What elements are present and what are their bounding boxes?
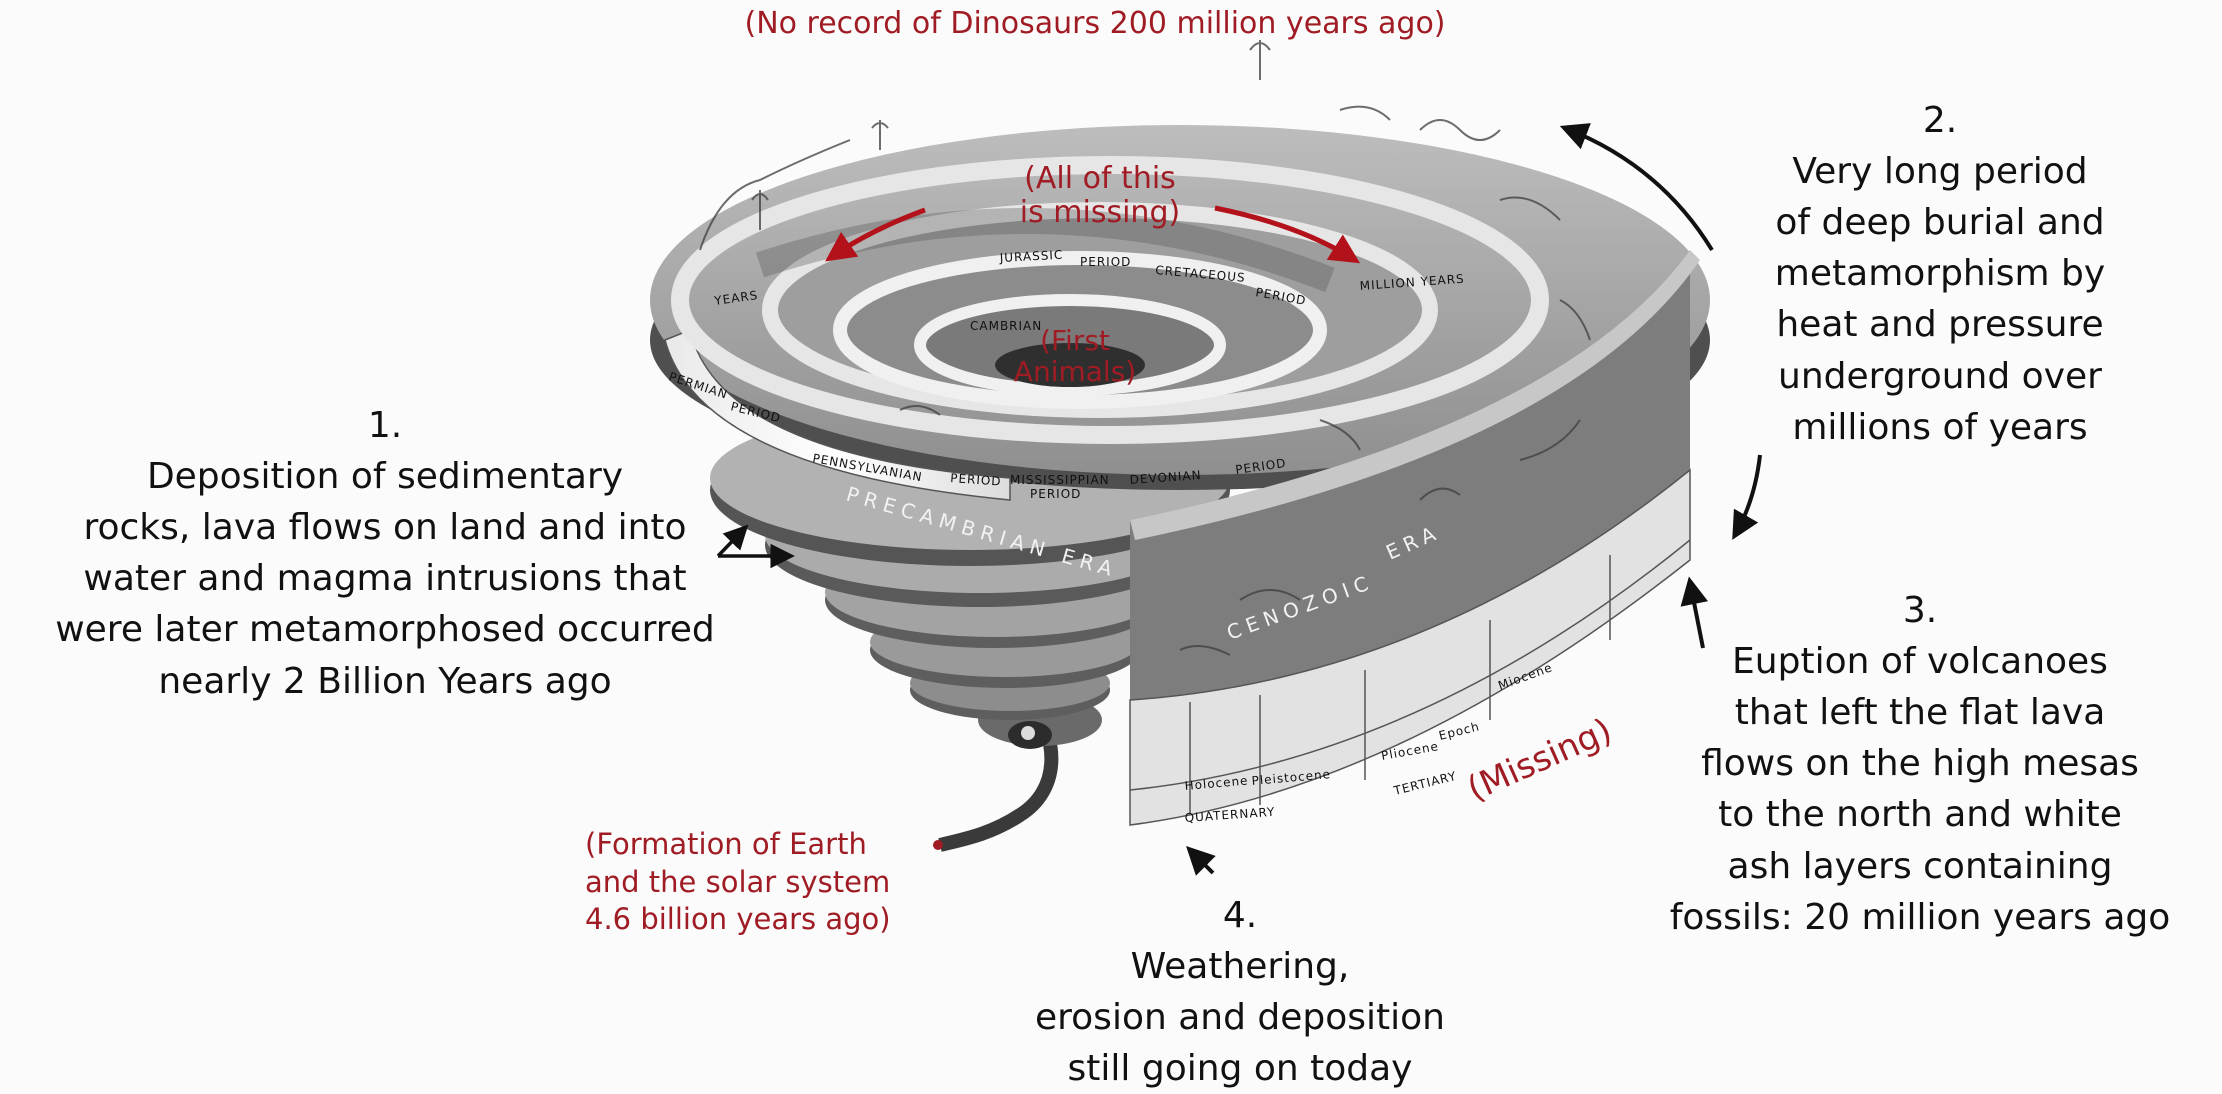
label-cambrian: CAMBRIAN <box>970 319 1042 333</box>
label-pennsylvanian-period: PERIOD <box>950 471 1002 489</box>
missing-arrow-left <box>825 207 926 262</box>
label-years: YEARS <box>712 288 759 308</box>
formation-of-earth-note: (Formation of Earth and the solar system… <box>585 827 891 937</box>
missing-note: (All of this is missing) <box>1019 161 1181 230</box>
arrow-step-2-top <box>1559 123 1714 252</box>
missing-arrows <box>825 205 1361 264</box>
arrow-step-4 <box>1186 846 1216 876</box>
step-4-number: 4. <box>1222 895 1258 936</box>
step-1-annotation: 1. Deposition of sedimentary rocks, lava… <box>0 400 770 707</box>
label-tertiary: TERTIARY <box>1391 769 1458 798</box>
first-animals-note: (First Animals) <box>1013 324 1137 389</box>
annotation-arrows <box>716 123 1762 876</box>
label-pleistocene: Pleistocene <box>1251 767 1331 788</box>
cenozoic-wedge <box>1129 250 1700 826</box>
arrow-step-3 <box>1680 576 1709 649</box>
label-quaternary: QUATERNARY <box>1184 805 1276 825</box>
step-2-annotation: 2. Very long period of deep burial and m… <box>1685 95 2195 453</box>
label-jurassic: JURASSIC <box>998 248 1063 265</box>
top-note: (No record of Dinosaurs 200 million year… <box>744 6 1446 41</box>
step-3-number: 3. <box>1902 590 1938 631</box>
label-holocene: Holocene <box>1184 773 1249 793</box>
label-mississippian: MISSISSIPPIAN <box>1010 473 1110 487</box>
missing-arrow-right <box>1214 205 1361 264</box>
step-4-annotation: 4. Weathering, erosion and deposition st… <box>960 890 1520 1094</box>
step-3-annotation: 3. Euption of volcanoes that left the fl… <box>1640 585 2200 943</box>
arrow-step-1-up <box>716 524 749 558</box>
label-jurassic-period: PERIOD <box>1080 255 1131 269</box>
scenery-texture <box>699 40 1591 656</box>
step-2-number: 2. <box>1922 100 1958 141</box>
arrow-step-2-bottom <box>1732 454 1762 540</box>
step-1-number: 1. <box>367 405 403 446</box>
label-mississippian-period: PERIOD <box>1030 487 1081 501</box>
label-devonian: DEVONIAN <box>1129 468 1202 487</box>
